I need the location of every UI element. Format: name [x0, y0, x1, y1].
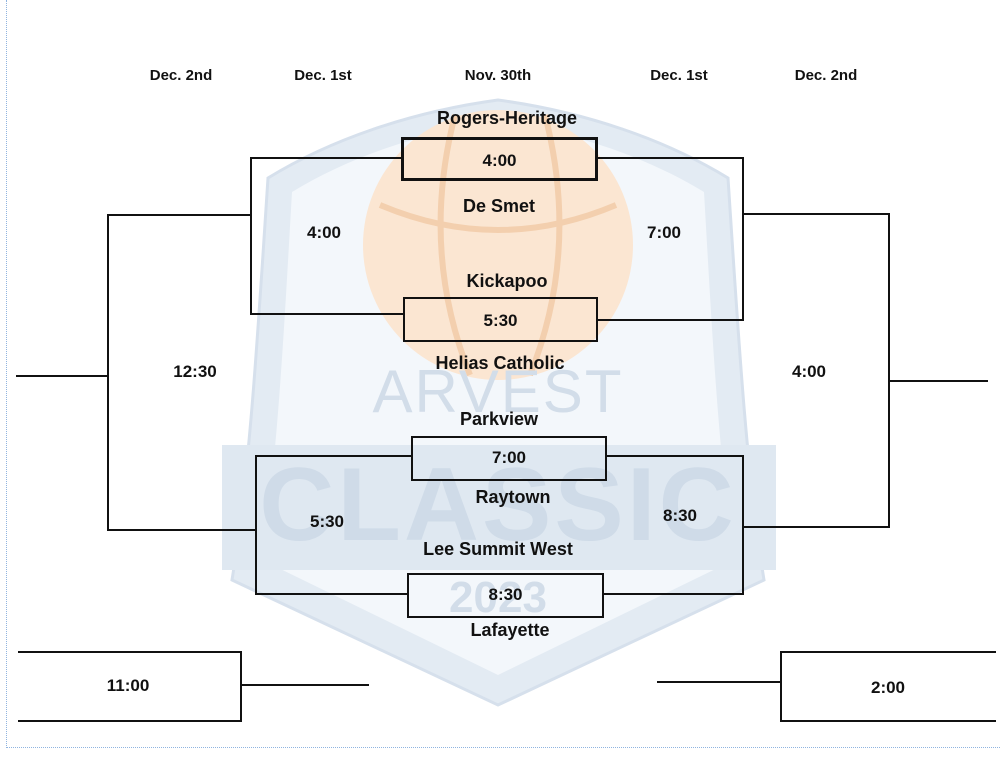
game-time: 4:00 [482, 151, 517, 170]
logo-arvest-text: ARVEST [373, 358, 624, 425]
final-time-left: 12:30 [173, 362, 217, 381]
bracket-line-left-final [107, 214, 256, 531]
game-box-1: 4:00 [401, 137, 598, 181]
game-box-3: 7:00 [411, 436, 607, 481]
team-name: Rogers-Heritage [436, 108, 578, 128]
game-time: 5:30 [483, 311, 518, 330]
team-name: Helias Catholic [435, 353, 565, 373]
bracket-line-right-final [743, 213, 890, 528]
basketball-graphic [363, 110, 633, 380]
column-header-dec1-right: Dec. 1st [650, 67, 708, 84]
team-name: Kickapoo [466, 271, 548, 291]
team-name: Lee Summit West [423, 539, 573, 559]
logo-year-text: 2023 [449, 573, 547, 622]
logo-banner [222, 445, 776, 570]
logo-classic-text: CLASSIC [259, 447, 736, 563]
game-box-4: 8:30 [407, 573, 604, 618]
extra-game-time-right: 2:00 [870, 678, 906, 697]
column-header-dec1-left: Dec. 1st [294, 67, 352, 84]
team-name: Lafayette [470, 620, 550, 640]
extra-game-right-lines [780, 651, 996, 722]
column-header-dec2-left: Dec. 2nd [149, 67, 213, 84]
bracket-line-left-bottom [255, 455, 412, 595]
bracket-line-left-top [250, 157, 404, 315]
frame-border-left [6, 0, 8, 748]
extra-game-left-lines [18, 651, 242, 722]
extra-game-time-left: 11:00 [106, 676, 150, 695]
bracket-line-right-top [597, 157, 744, 321]
semifinal-time-right-bottom: 8:30 [662, 506, 698, 525]
game-time: 8:30 [488, 585, 523, 604]
column-header-nov30: Nov. 30th [464, 67, 532, 84]
frame-border-bottom [6, 747, 1000, 749]
column-header-dec2-right: Dec. 2nd [794, 67, 858, 84]
semifinal-time-right-top: 7:00 [646, 223, 682, 242]
final-time-right: 4:00 [791, 362, 827, 381]
game-time: 7:00 [491, 448, 527, 467]
semifinal-time-left-top: 4:00 [306, 223, 342, 242]
team-name: Parkview [459, 409, 539, 429]
bracket-line-right-bottom [603, 455, 744, 595]
team-name: Raytown [475, 487, 551, 507]
team-name: De Smet [462, 196, 536, 216]
game-box-2: 5:30 [403, 297, 598, 342]
semifinal-time-left-bottom: 5:30 [309, 512, 345, 531]
